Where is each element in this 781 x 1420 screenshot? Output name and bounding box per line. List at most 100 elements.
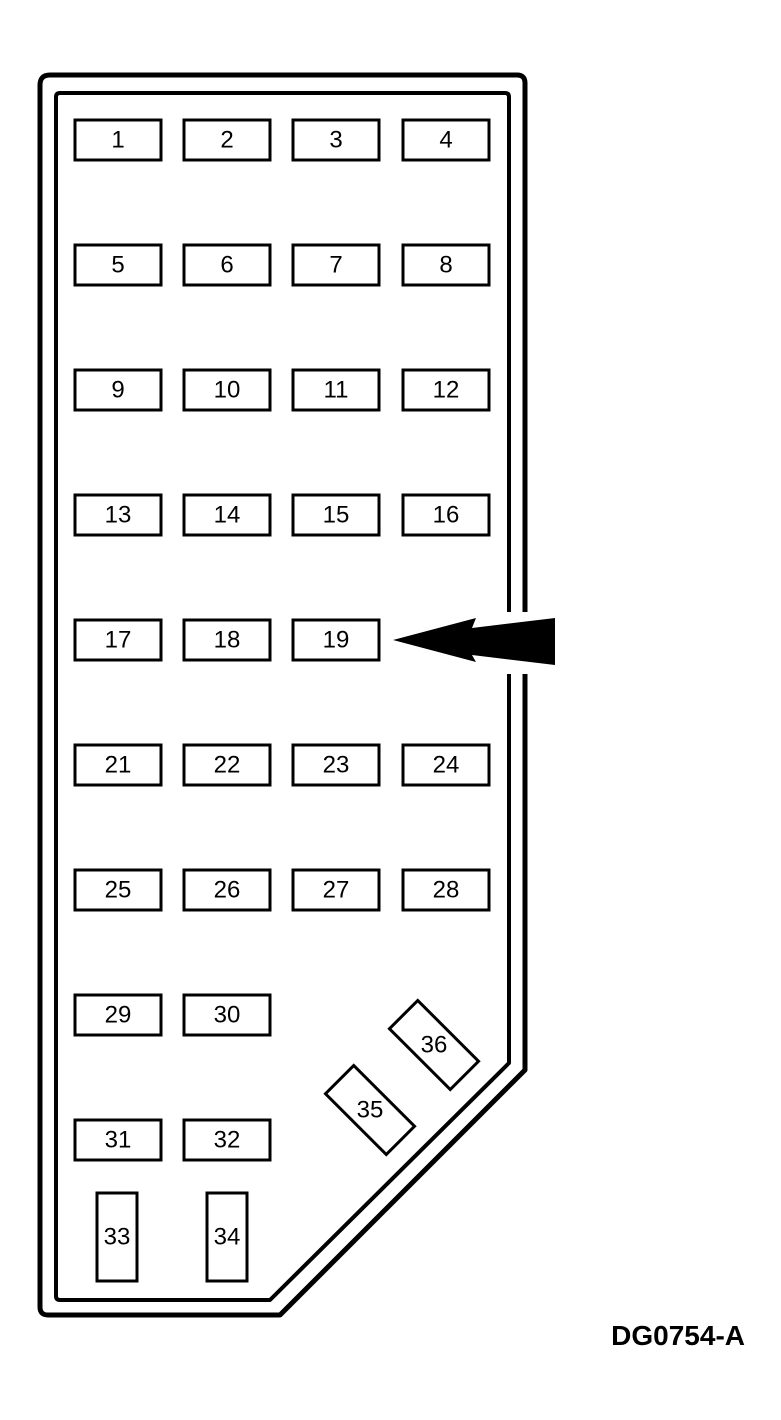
fuse-slot <box>182 368 272 412</box>
fuse-label: 16 <box>433 502 460 529</box>
fuse-25: 25 <box>73 868 163 912</box>
fuse-22: 22 <box>182 743 272 787</box>
fuse-slot <box>323 1063 417 1157</box>
fuse-label: 1 <box>111 127 124 154</box>
fuse-label: 32 <box>214 1127 241 1154</box>
fuse-label: 29 <box>105 1002 132 1029</box>
fuse-slot <box>401 868 491 912</box>
fuse-label: 31 <box>105 1127 132 1154</box>
fuse-19: 19 <box>291 618 381 662</box>
fuse-slot <box>387 998 481 1092</box>
figure-code: DG0754-A <box>611 1320 745 1351</box>
fuse-slot <box>401 743 491 787</box>
fuse-slot <box>291 743 381 787</box>
fuse-34: 34 <box>205 1191 249 1283</box>
fuse-2: 2 <box>182 118 272 162</box>
fuse-35: 35 <box>323 1063 417 1157</box>
fuse-10: 10 <box>182 368 272 412</box>
fuse-3: 3 <box>291 118 381 162</box>
fuse-label: 36 <box>421 1032 448 1059</box>
fuse-label: 10 <box>214 377 241 404</box>
fuse-18: 18 <box>182 618 272 662</box>
fuse-label: 11 <box>324 377 349 404</box>
fuse-31: 31 <box>73 1118 163 1162</box>
fuse-label: 24 <box>433 752 460 779</box>
fuse-slot <box>182 743 272 787</box>
fuse-11: 11 <box>291 368 381 412</box>
fuse-slot <box>73 493 163 537</box>
fuse-slot <box>291 243 381 287</box>
fuse-1: 1 <box>73 118 163 162</box>
fuse-label: 30 <box>214 1002 241 1029</box>
fuse-slot <box>401 493 491 537</box>
fuse-30: 30 <box>182 993 272 1037</box>
fuse-slot <box>73 868 163 912</box>
pointer-arrow <box>386 606 555 674</box>
fuse-label: 13 <box>105 502 132 529</box>
fuse-label: 22 <box>214 752 241 779</box>
fuse-12: 12 <box>401 368 491 412</box>
fuse-label: 17 <box>105 627 132 654</box>
fuse-slot <box>205 1191 249 1283</box>
fuse-label: 8 <box>439 252 452 279</box>
fuse-8: 8 <box>401 243 491 287</box>
fuse-label: 3 <box>329 127 342 154</box>
fuse-slot <box>73 743 163 787</box>
fuse-label: 25 <box>105 877 132 904</box>
fuse-17: 17 <box>73 618 163 662</box>
fuse-27: 27 <box>291 868 381 912</box>
fuse-29: 29 <box>73 993 163 1037</box>
fuse-label: 19 <box>323 627 350 654</box>
fuse-23: 23 <box>291 743 381 787</box>
fuse-panel-outer-outline <box>37 72 528 1318</box>
fuse-16: 16 <box>401 493 491 537</box>
fuse-label: 21 <box>105 752 132 779</box>
fuse-slot <box>73 993 163 1037</box>
fuse-slot <box>73 368 163 412</box>
fuse-slot <box>182 618 272 662</box>
fuse-slot <box>182 1118 272 1162</box>
fuse-slot <box>401 118 491 162</box>
fuse-slot <box>401 368 491 412</box>
fuse-label: 34 <box>214 1224 241 1251</box>
fuse-33: 33 <box>95 1191 139 1283</box>
fuse-15: 15 <box>291 493 381 537</box>
fuse-slot <box>291 618 381 662</box>
fuse-label: 35 <box>357 1097 384 1124</box>
fuse-slot <box>291 368 381 412</box>
fuse-slot <box>401 243 491 287</box>
fuse-label: 14 <box>214 502 241 529</box>
fuse-slot <box>291 493 381 537</box>
fuse-label: 28 <box>433 877 460 904</box>
fuse-label: 12 <box>433 377 460 404</box>
fuse-14: 14 <box>182 493 272 537</box>
fuse-label: 18 <box>214 627 241 654</box>
fuse-slot <box>182 118 272 162</box>
fuse-24: 24 <box>401 743 491 787</box>
fuse-13: 13 <box>73 493 163 537</box>
fuse-26: 26 <box>182 868 272 912</box>
fuse-slot <box>73 243 163 287</box>
fuse-slot <box>73 1118 163 1162</box>
fuse-label: 7 <box>329 252 342 279</box>
fuse-slot <box>73 118 163 162</box>
fuse-slot <box>291 868 381 912</box>
arrow-icon <box>393 618 555 665</box>
fuse-label: 2 <box>220 127 233 154</box>
fuse-slot <box>291 118 381 162</box>
fuse-slot <box>182 243 272 287</box>
fuse-21: 21 <box>73 743 163 787</box>
fuse-label: 33 <box>104 1224 131 1251</box>
fuse-label: 23 <box>323 752 350 779</box>
fuse-28: 28 <box>401 868 491 912</box>
fuse-label: 27 <box>323 877 350 904</box>
fuse-label: 15 <box>323 502 350 529</box>
fuse-label: 9 <box>111 377 124 404</box>
fuse-slot <box>73 618 163 662</box>
fuse-label: 6 <box>220 252 233 279</box>
fuse-32: 32 <box>182 1118 272 1162</box>
fuse-36: 36 <box>387 998 481 1092</box>
fuse-label: 26 <box>214 877 241 904</box>
